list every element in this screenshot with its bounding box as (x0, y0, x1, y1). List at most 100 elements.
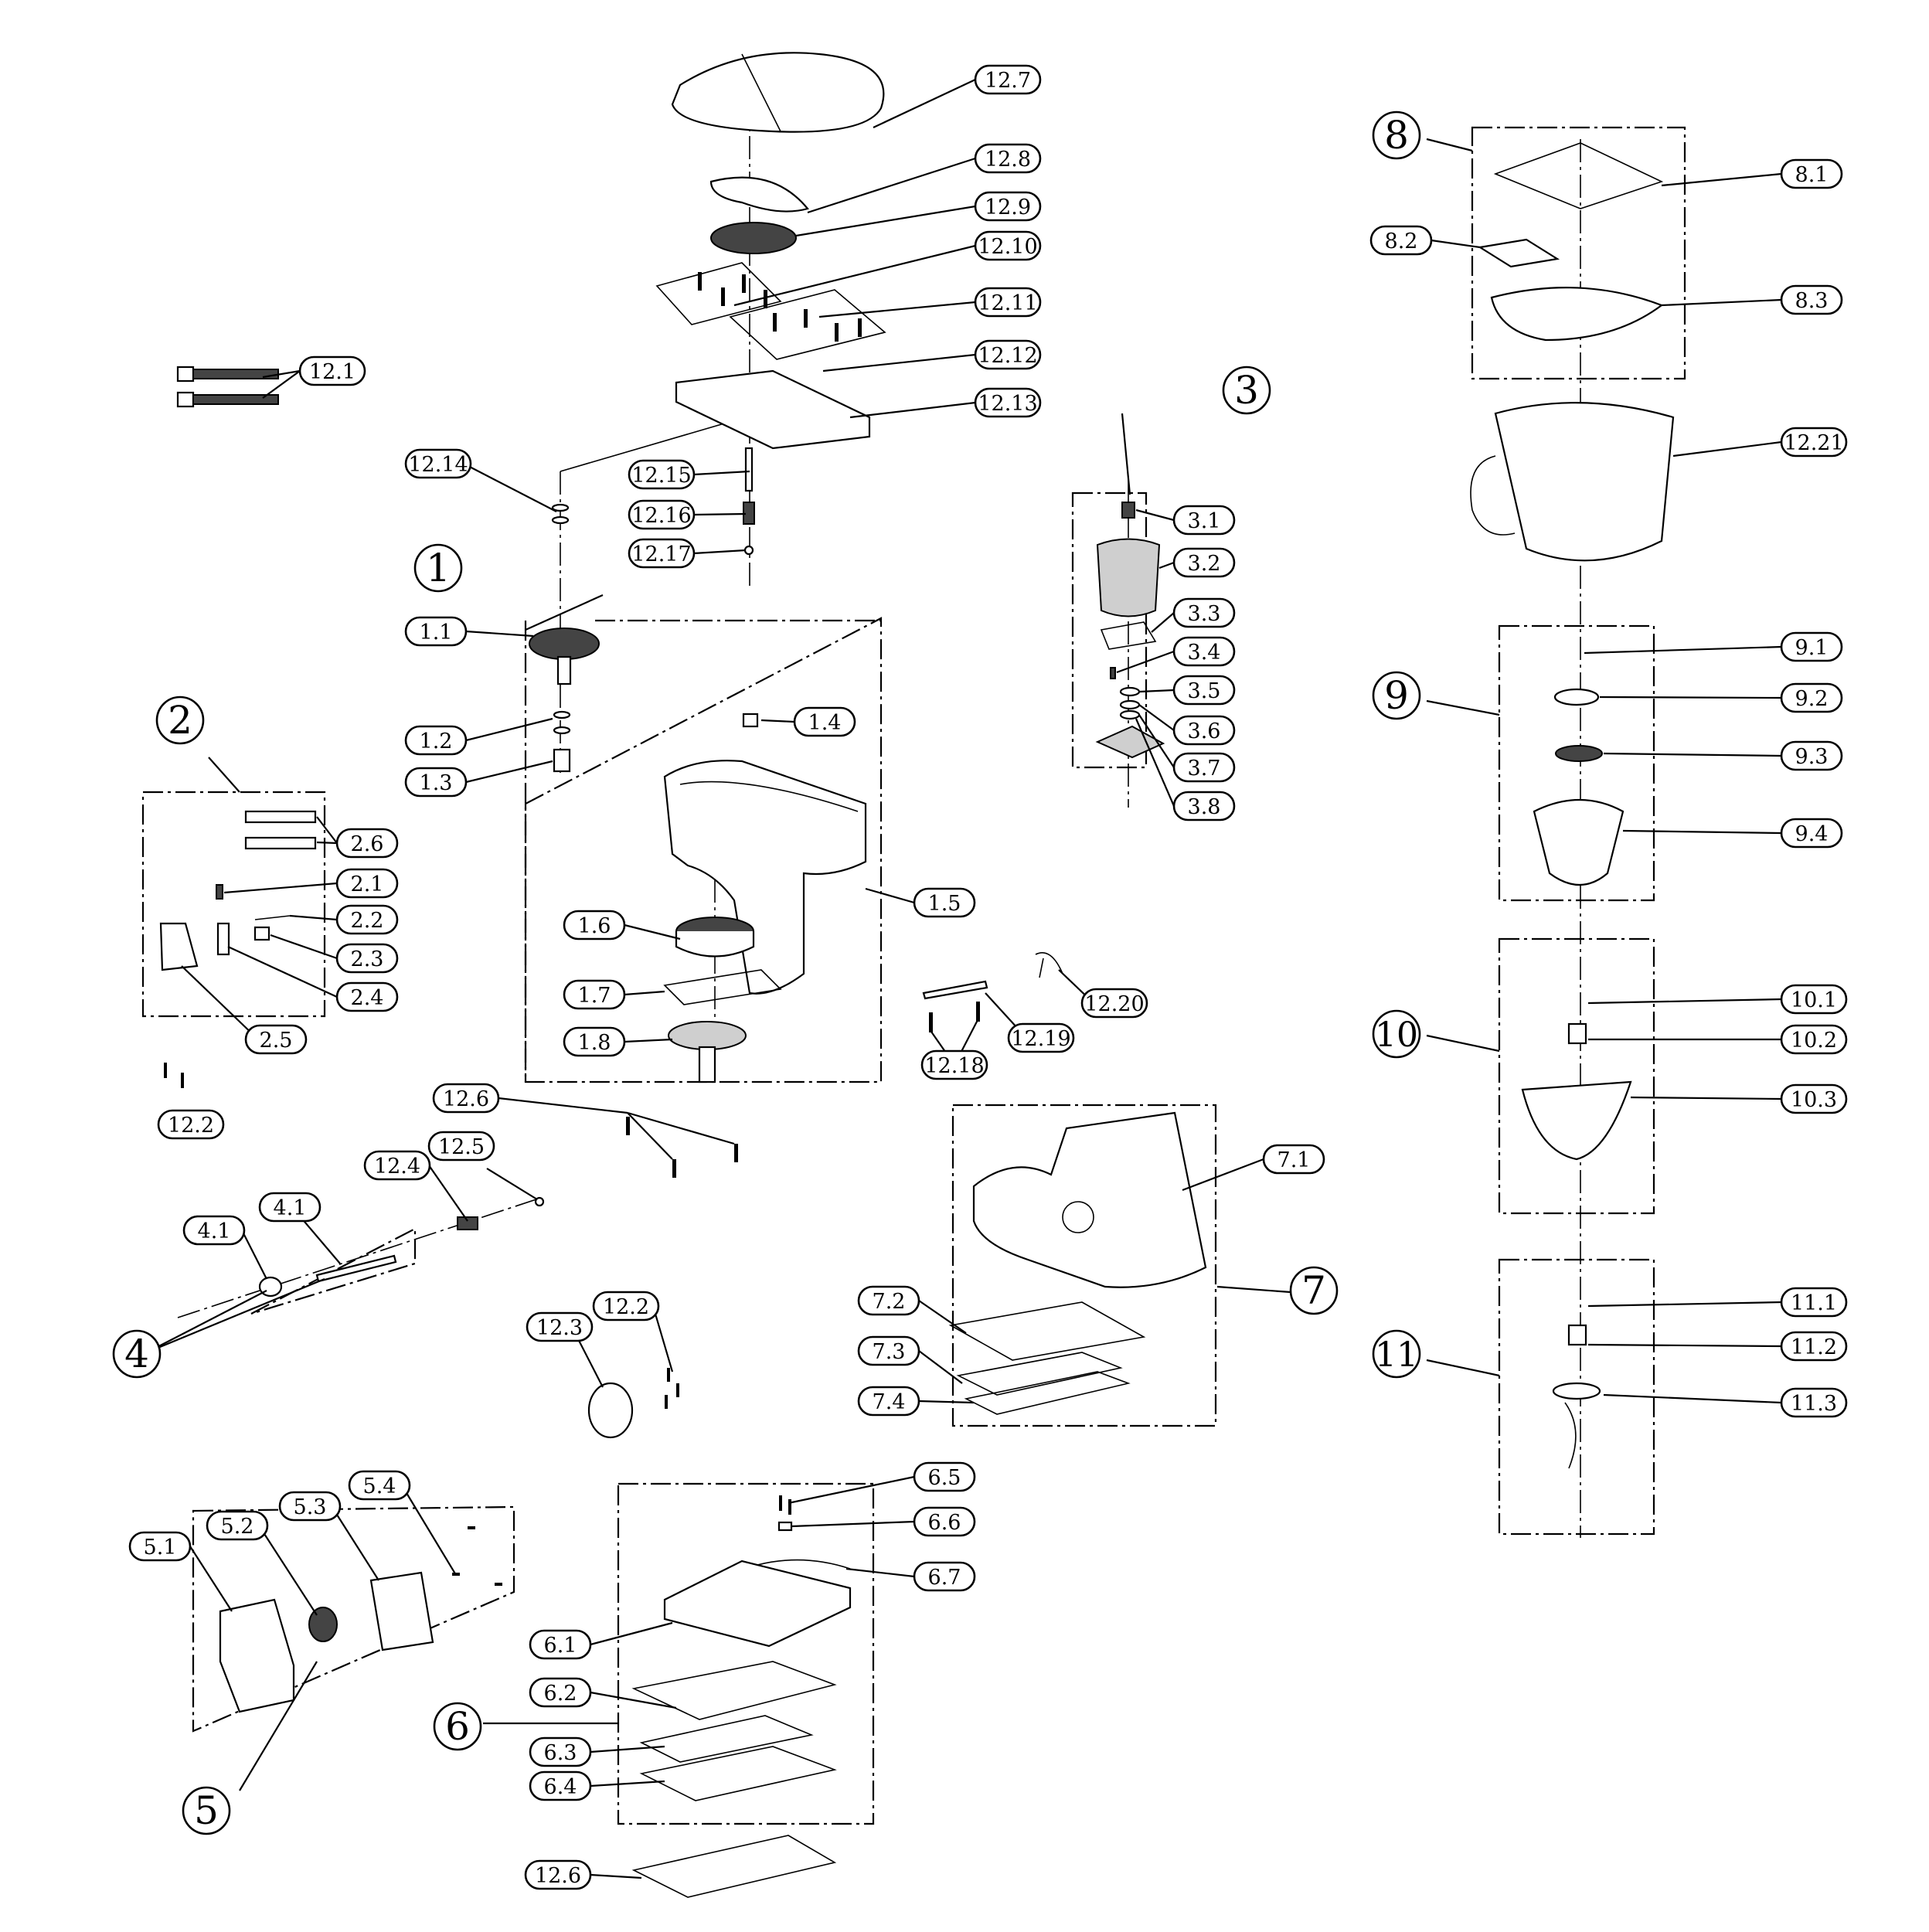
plate-6-3 (639, 1715, 814, 1763)
svg-text:2.3: 2.3 (351, 947, 384, 971)
screws-12-2-left (164, 1063, 184, 1088)
plate-12-6 (631, 1835, 837, 1898)
group-1-box-edge (524, 619, 881, 1082)
part-6-6 (777, 1521, 793, 1532)
group-label-4: 4 (112, 1329, 162, 1379)
svg-text:8.3: 8.3 (1795, 289, 1829, 313)
gear-plate-part (675, 369, 871, 450)
svg-text:3.4: 3.4 (1188, 641, 1221, 665)
label-1-2: 1.2 (404, 725, 468, 756)
bowl-handle (1470, 455, 1516, 536)
label-1-3: 1.3 (404, 767, 468, 798)
group-labels: 1 2 3 4 5 6 7 8 9 10 11 (112, 111, 1421, 1835)
svg-text:2.1: 2.1 (351, 872, 384, 896)
gear-shaft (556, 655, 572, 685)
plate-7-4 (964, 1371, 1131, 1415)
group-label-6: 6 (433, 1702, 482, 1751)
label-12-13: 12.13 (974, 387, 1042, 418)
label-11-2: 11.2 (1780, 1331, 1848, 1362)
label-3-8: 3.8 (1172, 791, 1236, 821)
part-3-7 (1119, 709, 1141, 720)
svg-text:2.6: 2.6 (351, 832, 384, 856)
label-2-2: 2.2 (335, 904, 399, 935)
hook-11-3 (1552, 1382, 1601, 1400)
part-2-6-b (244, 836, 317, 850)
label-7-1: 7.1 (1262, 1144, 1325, 1175)
svg-text:12.11: 12.11 (978, 291, 1037, 315)
svg-text:7.4: 7.4 (873, 1390, 906, 1414)
svg-text:1: 1 (426, 546, 451, 590)
label-12-10: 12.10 (974, 230, 1042, 261)
label-2-3: 2.3 (335, 943, 399, 974)
base-7-1 (972, 1111, 1207, 1288)
svg-text:2: 2 (168, 698, 192, 743)
svg-text:3.7: 3.7 (1188, 757, 1221, 781)
label-12-11: 12.11 (974, 287, 1042, 318)
svg-text:6: 6 (445, 1704, 470, 1749)
label-5-4: 5.4 (348, 1470, 411, 1501)
part-drawings (159, 52, 1675, 1898)
svg-text:4: 4 (124, 1332, 149, 1376)
part-9-2 (1553, 688, 1600, 706)
svg-text:1.6: 1.6 (578, 914, 611, 938)
pcb-5-3 (369, 1571, 434, 1651)
svg-text:3.8: 3.8 (1188, 795, 1221, 819)
label-7-4: 7.4 (857, 1386, 920, 1417)
group-label-5: 5 (182, 1786, 231, 1835)
screws-5-4 (452, 1526, 502, 1586)
svg-text:11.3: 11.3 (1791, 1392, 1837, 1416)
label-6-5: 6.5 (913, 1461, 976, 1492)
part-11-2 (1567, 1324, 1587, 1346)
svg-text:12.9: 12.9 (985, 196, 1031, 219)
svg-text:12.2: 12.2 (168, 1114, 214, 1138)
pin-12-15 (744, 447, 754, 492)
label-12-20: 12.20 (1080, 988, 1148, 1019)
belt-part (709, 176, 809, 213)
plate-7-3 (956, 1352, 1123, 1396)
svg-text:9: 9 (1384, 673, 1409, 718)
svg-text:5: 5 (194, 1788, 219, 1833)
part-labels: 12.7 12.8 12.9 12.10 12.11 12.12 12.13 1… (128, 64, 1848, 1890)
svg-text:12.17: 12.17 (631, 543, 691, 566)
plate-7-2 (948, 1301, 1146, 1361)
spring-12-4 (457, 1216, 478, 1230)
svg-text:6.5: 6.5 (928, 1466, 961, 1490)
label-3-1: 3.1 (1172, 505, 1236, 536)
svg-text:8.2: 8.2 (1385, 230, 1418, 253)
svg-text:6.2: 6.2 (544, 1682, 577, 1706)
svg-text:10.3: 10.3 (1791, 1088, 1837, 1112)
label-2-6: 2.6 (335, 828, 399, 859)
label-5-2: 5.2 (206, 1510, 269, 1541)
housing-1-5 (663, 760, 867, 995)
label-11-1: 11.1 (1780, 1287, 1848, 1318)
svg-text:5.1: 5.1 (144, 1536, 177, 1560)
top-cover-part (671, 52, 885, 133)
screws-12-6-a (626, 1117, 738, 1178)
group-label-8: 8 (1372, 111, 1421, 160)
label-1-8: 1.8 (563, 1026, 626, 1057)
label-12-2-center: 12.2 (592, 1291, 660, 1321)
svg-text:4.1: 4.1 (198, 1219, 231, 1243)
label-1-5: 1.5 (913, 887, 976, 918)
svg-text:10.1: 10.1 (1791, 988, 1837, 1012)
screw-plate-2 (729, 289, 886, 360)
knob-12-3 (587, 1382, 634, 1439)
washer-1-2-b (553, 726, 571, 735)
label-3-6: 3.6 (1172, 715, 1236, 746)
label-7-3: 7.3 (857, 1335, 920, 1366)
plate-6-2 (631, 1661, 837, 1720)
panel-5-1 (219, 1598, 295, 1713)
long-screws-12-1 (176, 366, 279, 408)
svg-text:1.8: 1.8 (578, 1031, 611, 1055)
label-9-1: 9.1 (1780, 631, 1843, 662)
housing-edge (679, 781, 859, 812)
svg-text:8: 8 (1384, 113, 1409, 158)
leader-lines (146, 79, 1782, 1879)
svg-text:12.14: 12.14 (408, 453, 468, 477)
label-12-19: 12.19 (1007, 1022, 1075, 1053)
group-2-box (141, 791, 326, 1018)
label-12-3: 12.3 (526, 1311, 594, 1342)
svg-text:12.6: 12.6 (535, 1864, 581, 1888)
label-10-2: 10.2 (1780, 1024, 1848, 1055)
